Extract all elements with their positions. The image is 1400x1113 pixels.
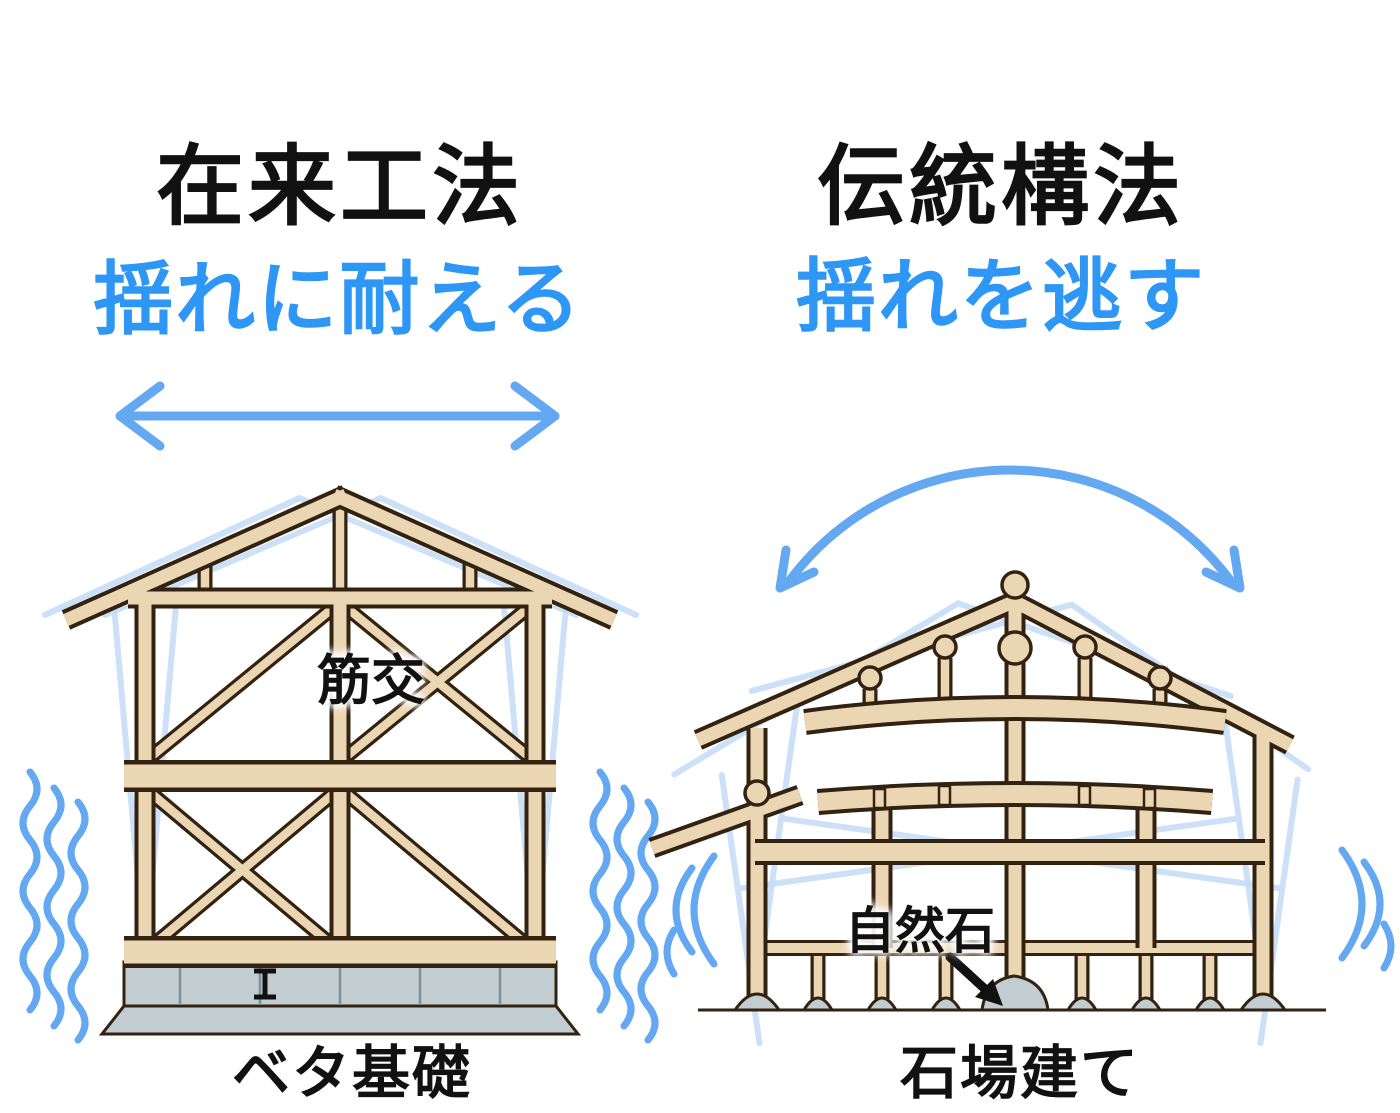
natural-stone-pointer-arrow xyxy=(945,952,1003,1006)
brace-label: 筋交 xyxy=(317,651,425,711)
left-method-subtitle: 揺れに耐える xyxy=(93,255,583,344)
slab-foundation xyxy=(98,960,582,1036)
right-method-subtitle: 揺れを逃す xyxy=(796,252,1206,341)
concentric-arc-waves-icon xyxy=(663,846,1395,978)
left-foundation-label: ベタ基礎 xyxy=(231,1041,473,1106)
right-method-title: 伝統構法 xyxy=(816,137,1186,236)
right-house-frame xyxy=(652,598,1290,1008)
arc-double-arrow-icon xyxy=(775,465,1245,593)
left-method-title: 在来工法 xyxy=(155,137,525,236)
roof-strut-balls xyxy=(743,570,1173,807)
horizontal-double-arrow-icon xyxy=(115,381,560,451)
anchor-bolt-icon xyxy=(254,968,276,1000)
natural-stone-label: 自然石 xyxy=(845,903,995,959)
right-foundation-label: 石場建て xyxy=(899,1041,1141,1106)
